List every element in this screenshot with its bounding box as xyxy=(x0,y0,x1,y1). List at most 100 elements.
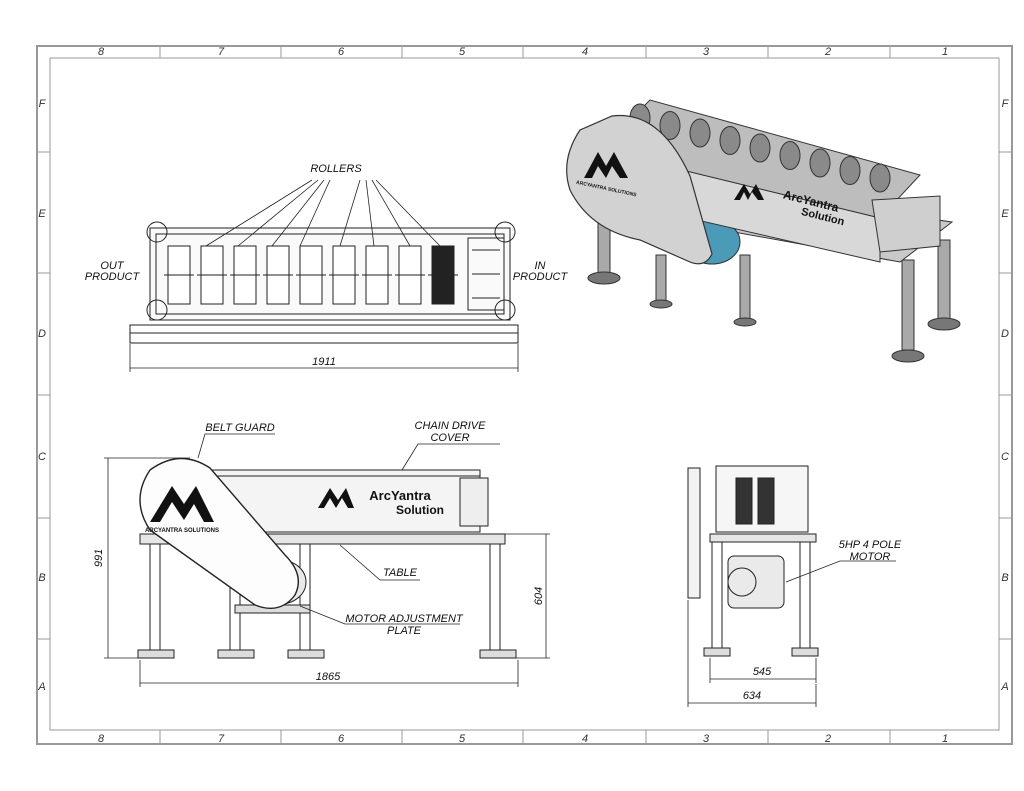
motor-plate-label-line1: MOTOR ADJUSTMENT xyxy=(345,613,464,625)
iso-leg-3 xyxy=(739,254,751,321)
iso-foot-3 xyxy=(733,317,757,327)
rollers-leader-7 xyxy=(371,179,411,247)
iso-brand-mark xyxy=(734,184,764,200)
side-view xyxy=(687,465,819,657)
zone-right-B: B xyxy=(1001,572,1008,584)
top-zone-labels: 8 7 6 5 4 3 2 1 xyxy=(98,46,948,58)
front-logo: ARCYANTRA SOLUTIONS xyxy=(145,486,219,534)
rollers-leader-4 xyxy=(299,179,331,247)
iso-foot-2 xyxy=(649,299,673,309)
zone-bottom-7: 7 xyxy=(218,733,225,745)
zone-left-C: C xyxy=(38,451,46,463)
iso-view xyxy=(566,99,961,363)
top-rollers xyxy=(164,245,458,305)
top-length-dimension xyxy=(129,344,519,372)
front-leg-3 xyxy=(299,543,311,651)
front-brand-mark xyxy=(318,488,354,508)
front-table-top xyxy=(139,533,506,545)
bottom-zone-labels: 8 7 6 5 4 3 2 1 xyxy=(98,733,948,745)
side-foot-left xyxy=(703,647,731,657)
zone-bottom-5: 5 xyxy=(459,733,466,745)
zone-top-7: 7 xyxy=(218,46,225,58)
iso-roller-2 xyxy=(659,111,681,140)
front-end-box xyxy=(459,477,489,527)
out-product-label-line1: OUT xyxy=(100,260,125,272)
side-leaders xyxy=(785,560,896,583)
zone-top-5: 5 xyxy=(459,46,466,58)
motor-leader xyxy=(785,560,896,583)
iso-roller-7 xyxy=(809,148,831,178)
belt-guard-leader xyxy=(197,433,275,459)
zone-bottom-6: 6 xyxy=(338,733,345,745)
front-brand-line1: ArcYantra xyxy=(369,488,431,503)
zone-right-A: A xyxy=(1000,681,1008,693)
side-leg-right xyxy=(799,541,811,649)
chain-drive-leader xyxy=(401,443,500,471)
iso-roller-6 xyxy=(779,141,801,170)
rollers-leader-1 xyxy=(205,179,313,247)
motor-plate-label-line2: PLATE xyxy=(387,625,422,637)
rollers-label: ROLLERS xyxy=(310,163,362,175)
in-end-housing xyxy=(467,237,505,311)
zone-left-B: B xyxy=(38,572,45,584)
iso-end-box xyxy=(871,195,941,253)
inner-width-dim-text: 545 xyxy=(753,666,772,678)
zone-right-D: D xyxy=(1001,328,1009,340)
front-foot-1 xyxy=(137,649,175,659)
zone-top-2: 2 xyxy=(824,46,831,58)
front-logo-text: ARCYANTRA SOLUTIONS xyxy=(145,528,219,534)
front-leg-1 xyxy=(149,543,161,651)
iso-roller-9 xyxy=(869,163,891,193)
belt-guard-label: BELT GUARD xyxy=(205,422,275,434)
zone-top-4: 4 xyxy=(582,46,588,58)
zone-top-3: 3 xyxy=(703,46,710,58)
rollers-leaders xyxy=(205,179,441,247)
front-foot-4 xyxy=(479,649,517,659)
iso-roller-4 xyxy=(719,126,741,155)
chain-drive-label-line2: COVER xyxy=(430,432,469,444)
front-brand: ArcYantra Solution xyxy=(318,488,444,517)
table-leader xyxy=(339,544,420,581)
front-length-dim-text: 1865 xyxy=(316,671,341,683)
side-dimensions xyxy=(687,600,817,707)
height-dim-text: 991 xyxy=(93,549,105,567)
zone-bottom-4: 4 xyxy=(582,733,588,745)
inner-border xyxy=(49,57,1000,731)
rollers-leader-5 xyxy=(339,179,361,247)
zone-right-F: F xyxy=(1002,98,1010,110)
zone-right-E: E xyxy=(1001,208,1009,220)
front-view xyxy=(137,457,517,659)
belt-guard xyxy=(139,457,299,609)
front-dimensions xyxy=(104,457,550,687)
zone-top-8: 8 xyxy=(98,46,105,58)
motor-plate-leader xyxy=(299,605,460,625)
zone-bottom-1: 1 xyxy=(942,733,948,745)
iso-leg-2 xyxy=(655,254,667,304)
iso-foot-5 xyxy=(927,317,961,331)
out-product-label-line2: PRODUCT xyxy=(85,271,141,283)
top-view xyxy=(129,221,519,344)
front-brand-line2: Solution xyxy=(396,503,444,517)
rollers-leader-8 xyxy=(375,179,441,247)
table-height-dim-text: 604 xyxy=(533,587,545,605)
rollers-leader-3 xyxy=(271,179,325,247)
foot-in-top xyxy=(494,221,516,243)
in-product-label-line1: IN xyxy=(535,260,546,272)
iso-foot-1 xyxy=(587,271,621,285)
zone-ticks xyxy=(37,46,1012,744)
iso-belt-guard xyxy=(566,114,713,265)
iso-leg-5 xyxy=(937,239,951,321)
side-table-top xyxy=(709,533,817,543)
zone-left-D: D xyxy=(38,328,46,340)
outer-width-dim-text: 634 xyxy=(743,690,761,702)
rollers-leader-6 xyxy=(365,179,375,247)
zone-left-A: A xyxy=(37,681,45,693)
front-logo-mark xyxy=(150,486,214,522)
zone-right-C: C xyxy=(1001,451,1009,463)
in-product-label-line2: PRODUCT xyxy=(513,271,569,283)
zone-left-F: F xyxy=(39,98,47,110)
top-view-base xyxy=(129,324,519,344)
chain-drive-label-line1: CHAIN DRIVE xyxy=(415,420,487,432)
zone-bottom-2: 2 xyxy=(824,733,831,745)
